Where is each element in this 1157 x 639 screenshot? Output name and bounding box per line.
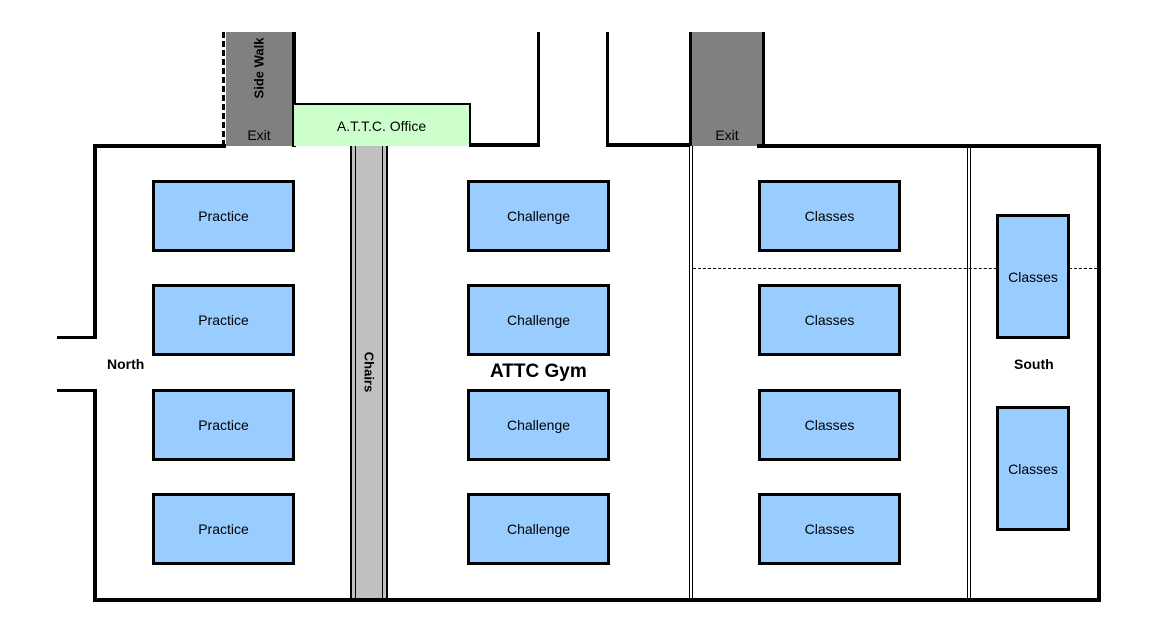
wall: [93, 389, 97, 602]
classes-table: Classes: [758, 389, 901, 461]
table-label: Classes: [804, 521, 855, 537]
wall: [57, 389, 97, 392]
divider: [692, 146, 693, 598]
table-label: Classes: [1008, 460, 1058, 477]
wall: [606, 143, 690, 147]
wall: [93, 598, 1101, 602]
wall: [537, 32, 540, 147]
exit-left: Exit: [226, 32, 292, 146]
divider: [970, 146, 971, 598]
north-label: North: [107, 356, 145, 372]
practice-table: Practice: [152, 389, 295, 461]
exit-right: Exit: [689, 32, 765, 146]
classes-table: Classes: [758, 180, 901, 252]
south-label: South: [1014, 356, 1054, 372]
classes-table: Classes: [758, 493, 901, 565]
wall: [1097, 144, 1101, 602]
classes-table-south: Classes: [996, 214, 1070, 339]
wall: [757, 144, 1101, 148]
exit-right-label: Exit: [715, 127, 739, 143]
table-label: Practice: [198, 417, 249, 433]
wall: [93, 144, 97, 338]
table-label: Classes: [804, 312, 855, 328]
wall: [292, 32, 296, 147]
wall: [606, 32, 609, 147]
attc-office-label: A.T.T.C. Office: [336, 117, 427, 134]
wall: [93, 144, 226, 148]
challenge-table: Challenge: [467, 493, 610, 565]
table-label: Classes: [804, 417, 855, 433]
table-label: Practice: [198, 312, 249, 328]
divider: [689, 146, 690, 598]
divider-dashed: [693, 268, 1097, 269]
challenge-table: Challenge: [467, 180, 610, 252]
divider: [967, 146, 968, 598]
practice-table: Practice: [152, 180, 295, 252]
table-label: Classes: [804, 208, 855, 224]
attc-office: A.T.T.C. Office: [294, 103, 471, 146]
table-label: Challenge: [506, 521, 571, 537]
table-label: Challenge: [506, 312, 571, 328]
chairs-label: Chairs: [361, 351, 377, 393]
table-label: Practice: [198, 208, 249, 224]
practice-table: Practice: [152, 493, 295, 565]
table-label: Classes: [1008, 268, 1058, 285]
wall: [469, 143, 540, 147]
table-label: Practice: [198, 521, 249, 537]
exit-left-label: Exit: [247, 127, 271, 143]
gym-title: ATTC Gym: [490, 361, 587, 382]
classes-table: Classes: [758, 284, 901, 356]
challenge-table: Challenge: [467, 389, 610, 461]
sidewalk-label: Side Walk: [251, 37, 267, 99]
sidewalk: [222, 32, 292, 146]
table-label: Challenge: [506, 417, 571, 433]
classes-table-south: Classes: [996, 406, 1070, 531]
wall: [57, 336, 97, 339]
practice-table: Practice: [152, 284, 295, 356]
table-label: Challenge: [506, 208, 571, 224]
chairs-strip: [350, 146, 388, 598]
challenge-table: Challenge: [467, 284, 610, 356]
